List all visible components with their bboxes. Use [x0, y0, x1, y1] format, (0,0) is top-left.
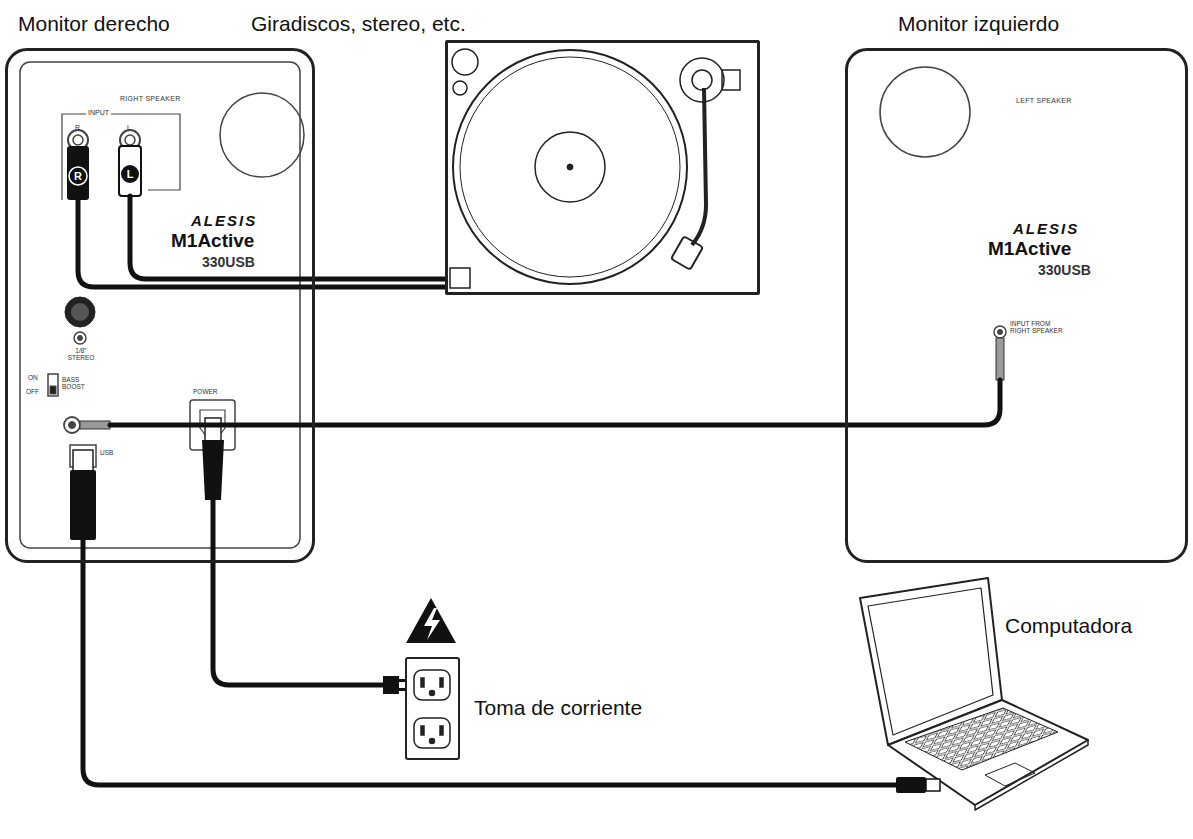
switch-label: OFF — [26, 388, 39, 395]
switch-label: BASS BOOST — [62, 376, 94, 390]
model-suffix: 330USB — [1038, 263, 1091, 278]
port-label: INPUT — [86, 109, 111, 117]
panel-label: RIGHT SPEAKER — [120, 95, 181, 102]
device-heading: Giradiscos, stereo, etc. — [251, 13, 466, 35]
laptop-drawing — [860, 578, 1088, 810]
device-label: Computadora — [1005, 615, 1132, 637]
right-monitor: Monitor derechoRIGHT SPEAKERALESISM1Acti… — [5, 48, 315, 563]
switch-label: ON — [28, 374, 38, 381]
right-monitor-panel — [20, 62, 304, 548]
turntable-drawing — [450, 49, 740, 288]
model-name: M1Active — [171, 231, 254, 251]
cable — [83, 540, 940, 793]
panel-label: LEFT SPEAKER — [1016, 97, 1072, 104]
brand-logo: ALESIS — [191, 213, 257, 229]
cable — [78, 196, 445, 287]
power-outlet: Toma de corriente — [405, 657, 460, 760]
jack-label: 1/8" STEREO — [62, 347, 100, 361]
cable — [110, 380, 1000, 425]
turntable: Giradiscos, stereo, etc. — [445, 40, 760, 295]
rca-plugs — [67, 146, 141, 200]
model-name: M1Active — [988, 239, 1071, 259]
power-plug — [202, 418, 224, 500]
monitor-heading: Monitor izquierdo — [898, 13, 1059, 35]
port-label: POWER — [193, 388, 218, 395]
left-monitor: Monitor izquierdoLEFT SPEAKERALESISM1Act… — [845, 48, 1188, 563]
port-label: USB — [100, 449, 113, 456]
jack-label: L — [127, 124, 131, 132]
computer: Computadora — [940, 575, 1190, 810]
electric-warning-symbol — [406, 598, 456, 643]
outlet-sockets — [414, 670, 450, 748]
left-monitor-panel — [880, 67, 1006, 380]
plug-label: R — [73, 170, 83, 182]
device-label: Toma de corriente — [474, 697, 642, 719]
monitor-heading: Monitor derecho — [18, 13, 170, 35]
cable — [213, 500, 407, 694]
jack-label: R — [75, 124, 80, 132]
jack-label: INPUT FROM RIGHT SPEAKER — [1010, 320, 1072, 334]
plug-label: L — [125, 168, 135, 180]
model-suffix: 330USB — [202, 255, 255, 270]
brand-logo: ALESIS — [1013, 221, 1079, 237]
mini-jack-plug — [80, 421, 110, 429]
usb-plug — [70, 450, 96, 540]
